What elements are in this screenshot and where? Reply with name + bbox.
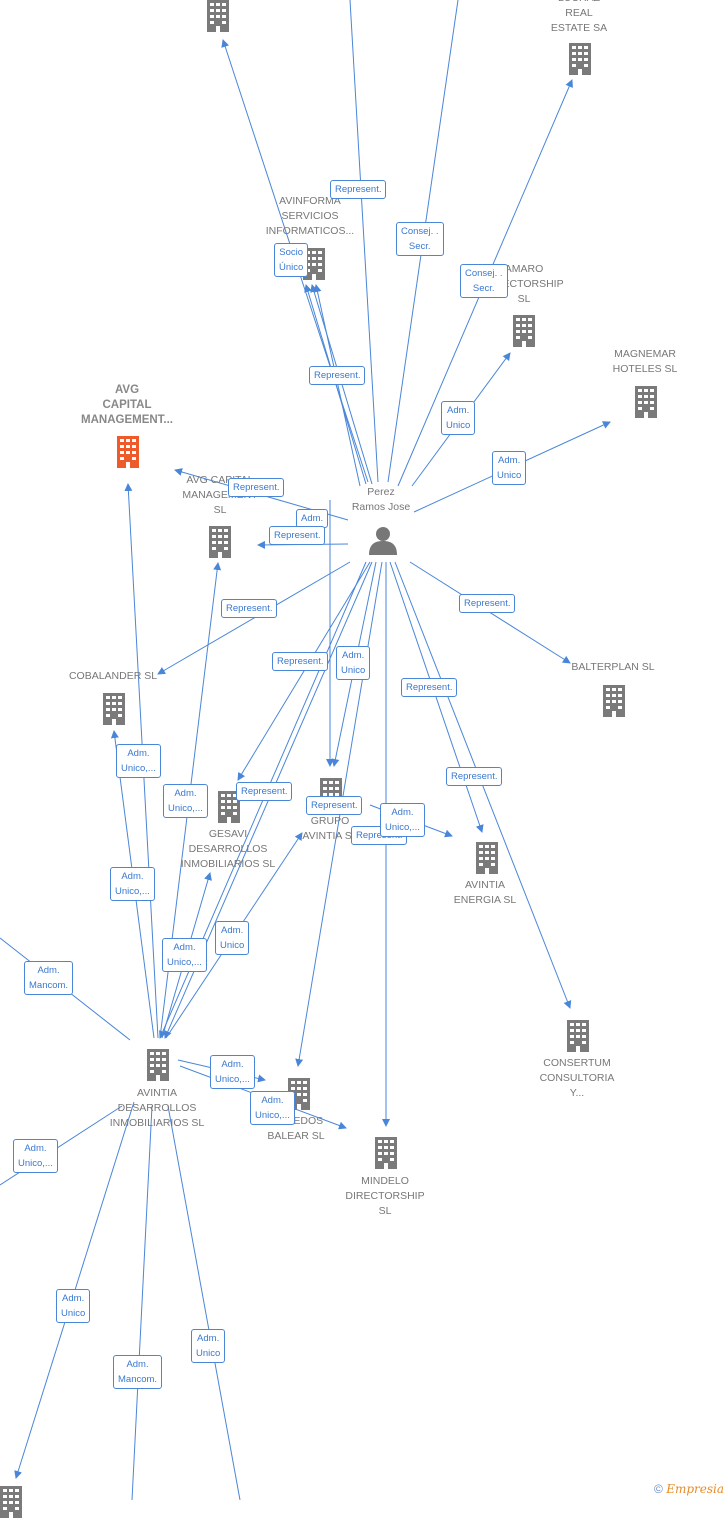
node-label-avinforma[interactable]: AVINFORMA SERVICIOS INFORMATICOS...	[265, 195, 355, 237]
node-label-magnemar[interactable]: MAGNEMAR HOTELES SL	[612, 348, 678, 375]
node-label-lujaz[interactable]: LUCHAZ REAL ESTATE SA	[550, 0, 608, 34]
building-icon[interactable]	[0, 1484, 24, 1518]
edge-line	[349, 0, 379, 483]
role-label[interactable]: Represent.	[272, 652, 329, 671]
building-icon[interactable]	[601, 683, 627, 717]
role-label[interactable]: Represent.	[221, 599, 278, 618]
edge-line	[237, 561, 371, 781]
role-label[interactable]: Adm. Mancom.	[24, 961, 74, 995]
node-label-avintia-energia[interactable]: AVINTIA ENERGIA SL	[453, 879, 517, 906]
role-label[interactable]: Adm. Unico,...	[250, 1091, 295, 1125]
role-label[interactable]: Represent.	[306, 796, 363, 815]
role-label[interactable]: Socio Único	[274, 243, 309, 277]
edge-line	[313, 284, 361, 487]
copyright-symbol: ©	[654, 1482, 663, 1496]
role-label[interactable]: Represent.	[446, 767, 503, 786]
role-label[interactable]: Represent.	[228, 478, 285, 497]
edge-line	[131, 1105, 153, 1500]
building-icon[interactable]	[101, 691, 127, 725]
building-icon[interactable]	[373, 1135, 399, 1169]
brand-logo[interactable]: Empresia	[666, 1482, 724, 1496]
role-label[interactable]: Consej. . Secr.	[396, 222, 444, 256]
role-label[interactable]: Adm. Unico	[441, 401, 476, 435]
role-label[interactable]: Adm. Unico,...	[380, 803, 425, 837]
role-label[interactable]: Adm. Unico,...	[210, 1055, 255, 1089]
edge-line	[157, 561, 351, 675]
role-label[interactable]: Represent.	[309, 366, 366, 385]
role-label[interactable]: Adm. Unico	[56, 1289, 91, 1323]
role-label[interactable]: Adm. Mancom.	[113, 1355, 163, 1389]
role-label[interactable]: Represent.	[269, 526, 326, 545]
role-label[interactable]: Represent.	[236, 782, 293, 801]
edge-line	[167, 1105, 241, 1500]
edge-line	[389, 561, 484, 833]
role-label[interactable]: Adm. Unico,...	[163, 784, 208, 818]
building-icon-highlight[interactable]	[115, 434, 141, 468]
node-label-mindelo[interactable]: MINDELO DIRECTORSHIP SL	[345, 1175, 425, 1217]
building-icon[interactable]	[205, 0, 231, 32]
role-label[interactable]: Adm. Unico,...	[116, 744, 161, 778]
role-label[interactable]: Adm. Unico,...	[13, 1139, 58, 1173]
node-label-person[interactable]: Perez Ramos Jose	[351, 486, 411, 513]
role-label[interactable]: Adm. Unico,...	[162, 938, 207, 972]
building-icon[interactable]	[565, 1018, 591, 1052]
building-icon[interactable]	[567, 41, 593, 75]
role-label[interactable]: Represent.	[330, 180, 387, 199]
role-label[interactable]: Consej. . Secr.	[460, 264, 508, 298]
footer: © Empresia	[654, 1482, 724, 1496]
role-label[interactable]: Adm. Unico	[336, 646, 371, 680]
node-label-avg-capital[interactable]: AVG CAPITAL MANAGEMENT...	[81, 384, 173, 426]
building-icon[interactable]	[474, 840, 500, 874]
person-icon[interactable]	[368, 525, 398, 555]
node-label-avintia-desarrollos[interactable]: AVINTIA DESARROLLOS INMOBILIARIOS SL	[109, 1087, 205, 1129]
building-icon[interactable]	[633, 384, 659, 418]
role-label[interactable]: Adm. Unico,...	[110, 867, 155, 901]
node-label-gesavi[interactable]: GESAVI DESARROLLOS INMOBILIARIOS SL	[180, 828, 276, 870]
building-icon[interactable]	[511, 313, 537, 347]
node-label-balterplan[interactable]: BALTERPLAN SL	[571, 661, 655, 673]
building-icon[interactable]	[207, 524, 233, 558]
node-label-grupo-avintia[interactable]: GRUPO AVINTIA SL	[302, 815, 357, 842]
building-icon[interactable]	[145, 1047, 171, 1081]
node-label-consertum[interactable]: CONSERTUM CONSULTORIA Y...	[539, 1057, 615, 1099]
role-label[interactable]: Adm. Unico	[191, 1329, 226, 1363]
role-label[interactable]: Represent.	[459, 594, 516, 613]
role-label[interactable]: Adm. Unico	[492, 451, 527, 485]
node-label-cobalander[interactable]: COBALANDER SL	[68, 670, 158, 682]
role-label[interactable]: Adm. Unico	[215, 921, 250, 955]
role-label[interactable]: Represent.	[401, 678, 458, 697]
